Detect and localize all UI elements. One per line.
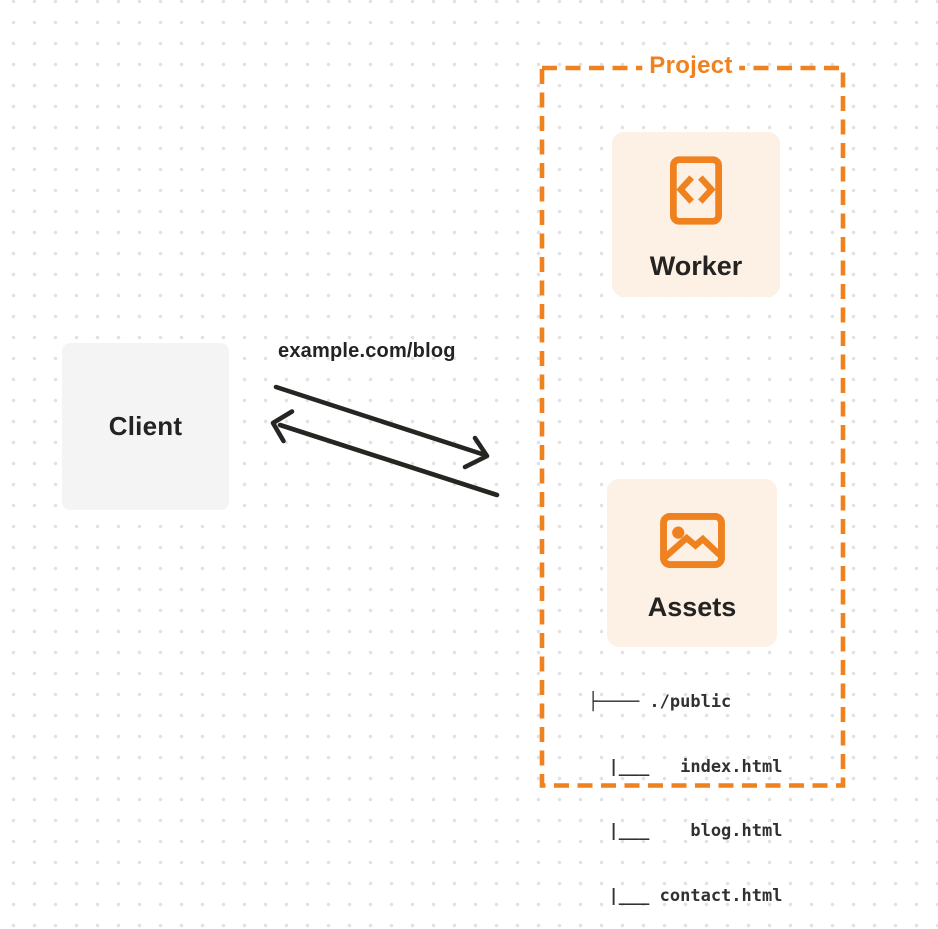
- worker-label: Worker: [649, 251, 743, 281]
- file-tree-line-contact: |___ contact.html: [588, 885, 783, 906]
- worker-node: Worker: [612, 132, 780, 297]
- request-url-label: example.com/blog: [278, 340, 456, 362]
- file-tree-line-index: |___ index.html: [588, 756, 783, 777]
- file-tree-line-public: ├──── ./public: [588, 692, 732, 712]
- response-arrow: [270, 409, 500, 498]
- request-arrow: [273, 384, 490, 470]
- image-icon: [659, 513, 725, 568]
- client-node: Client: [62, 343, 229, 510]
- assets-label: Assets: [647, 592, 737, 622]
- file-tree-line-blog: |___ blog.html: [588, 821, 783, 841]
- client-label: Client: [108, 411, 183, 441]
- project-label: Project: [642, 52, 740, 80]
- code-file-icon: [670, 156, 722, 225]
- assets-file-tree: ├──── ./public |___ index.html |___ blog…: [588, 649, 782, 929]
- assets-node: Assets: [607, 479, 777, 647]
